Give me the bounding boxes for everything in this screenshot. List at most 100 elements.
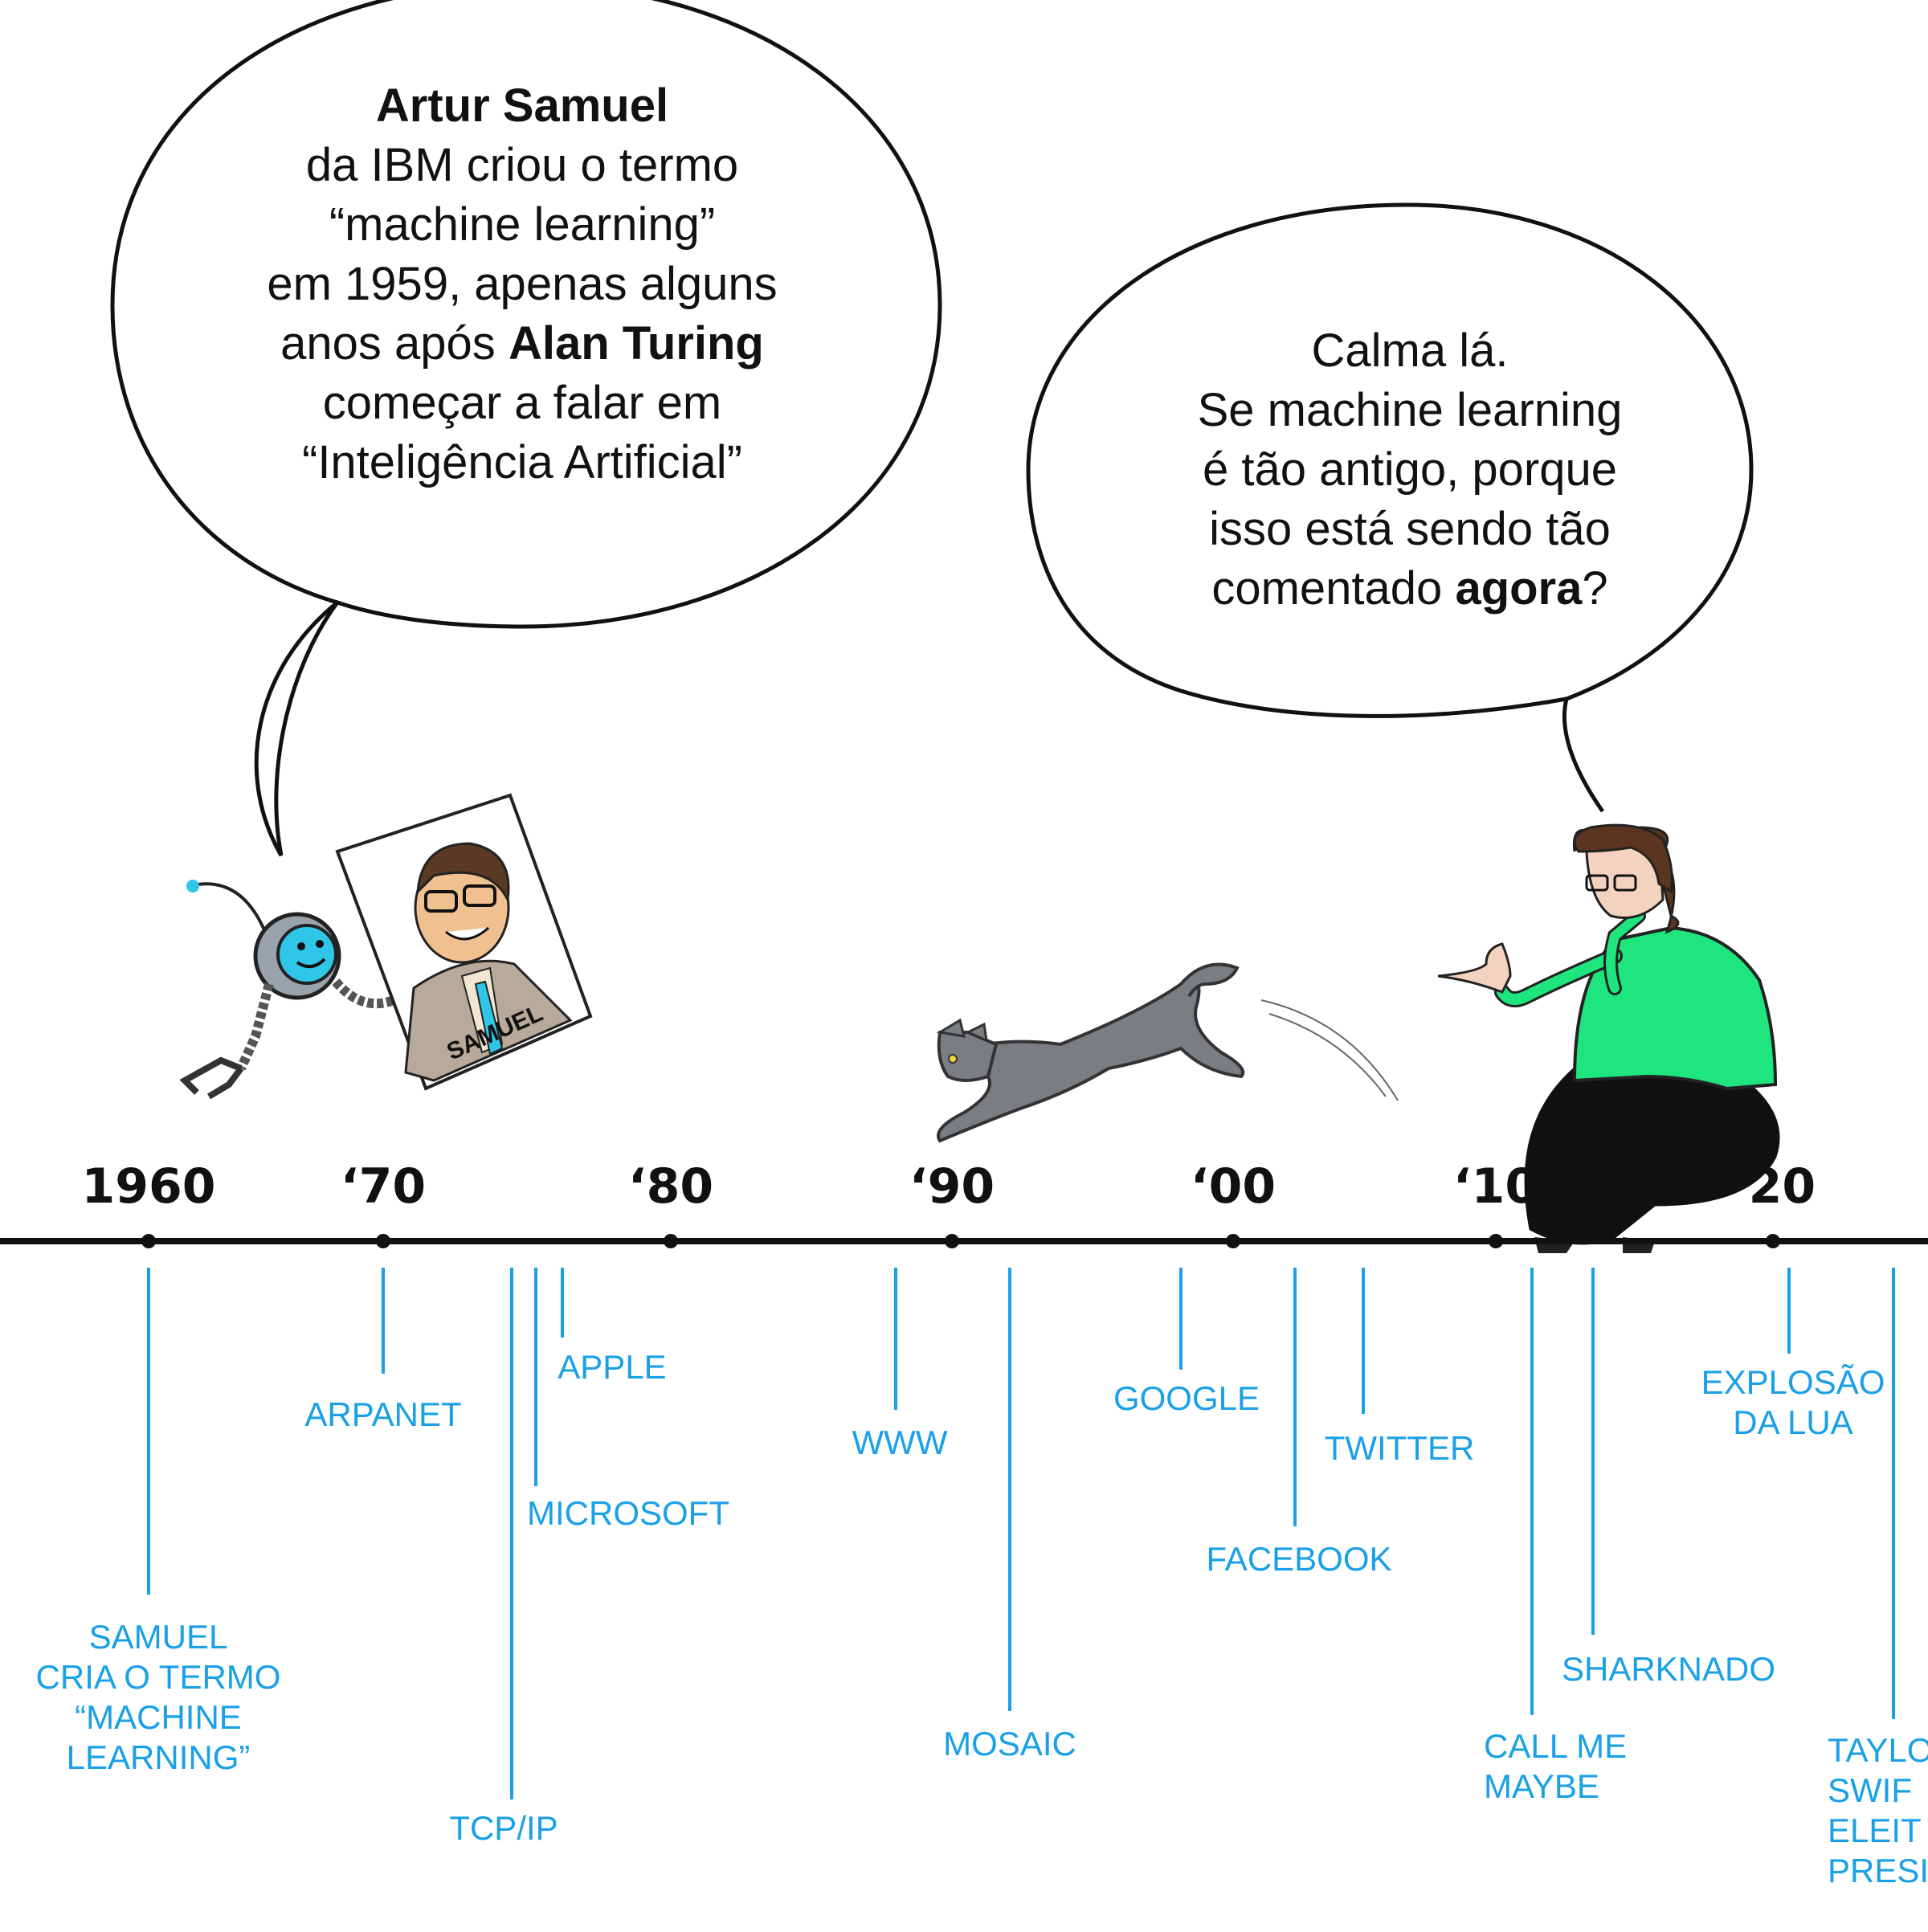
year-label: ‘10 bbox=[1453, 1158, 1538, 1215]
woman-glasses bbox=[1613, 874, 1637, 892]
motion-lines bbox=[1260, 999, 1399, 1101]
speech-line: é tão antigo, porque bbox=[1203, 443, 1617, 496]
cat-tail bbox=[1179, 962, 1240, 998]
cat-head bbox=[937, 1031, 999, 1082]
year-tick bbox=[376, 1234, 390, 1248]
speaker-name: Artur Samuel bbox=[375, 80, 669, 132]
speech-line: isso está sendo tão bbox=[1209, 503, 1611, 555]
event-label-line: SAMUEL bbox=[89, 1618, 228, 1656]
year-label: ‘90 bbox=[909, 1158, 995, 1215]
event-label-mosaic: MOSAIC bbox=[943, 1725, 1076, 1762]
speech-text-right: Calma lá. Se machine learning é tão anti… bbox=[1109, 321, 1711, 619]
event-label-taylor: TAYLOSWIFELEITPRESIDE bbox=[1828, 1731, 1928, 1889]
robot-claw bbox=[179, 1056, 244, 1100]
event-label-line: TAYLO bbox=[1828, 1731, 1928, 1769]
year-tick bbox=[1489, 1234, 1503, 1248]
event-label-line: PRESIDE bbox=[1828, 1852, 1928, 1889]
year-tick bbox=[664, 1234, 678, 1248]
photo-smile bbox=[445, 926, 489, 941]
speech-bubble-left bbox=[110, 0, 942, 857]
woman-glasses bbox=[1585, 874, 1609, 892]
event-label-facebook: FACEBOOK bbox=[1206, 1540, 1391, 1578]
event-label-line: LEARNING” bbox=[67, 1738, 251, 1776]
year-label: 1960 bbox=[82, 1158, 216, 1215]
year-tick bbox=[1766, 1234, 1780, 1248]
event-label-line: CRIA O TERMO bbox=[36, 1658, 281, 1696]
speech-line: anos após bbox=[280, 317, 509, 370]
woman-pants bbox=[1524, 1067, 1780, 1245]
photo-tie bbox=[474, 980, 504, 1056]
speech-text-left: Artur Samuel da IBM criou o termo “machi… bbox=[193, 76, 852, 492]
event-label-line: MICROSOFT bbox=[527, 1494, 729, 1532]
event-label-line: “MACHINE bbox=[75, 1698, 242, 1736]
photo-glasses bbox=[463, 884, 496, 907]
event-label-line: WWW bbox=[852, 1423, 948, 1461]
cat-eye bbox=[948, 1054, 958, 1064]
event-label-google: GOOGLE bbox=[1113, 1379, 1260, 1417]
cat-body bbox=[937, 978, 1245, 1143]
woman-sleeve bbox=[1497, 950, 1620, 1005]
event-label-line: ELEIT bbox=[1828, 1812, 1922, 1849]
speech-bold: agora bbox=[1455, 562, 1583, 615]
speech-bold: Alan Turing bbox=[508, 317, 764, 370]
event-label-line: FACEBOOK bbox=[1206, 1540, 1391, 1578]
samuel-photo: SAMUEL bbox=[335, 793, 593, 1091]
event-label-line: SHARKNADO bbox=[1562, 1650, 1775, 1688]
event-label-tcpip: TCP/IP bbox=[449, 1809, 558, 1847]
event-label-line: TWITTER bbox=[1325, 1429, 1475, 1467]
event-label-line: TCP/IP bbox=[449, 1809, 558, 1847]
woman-hair-top bbox=[1573, 823, 1673, 894]
event-label-www: WWW bbox=[852, 1423, 948, 1461]
year-label: ‘70 bbox=[341, 1158, 426, 1215]
speech-line: começar a falar em bbox=[322, 377, 722, 429]
speech-line: em 1959, apenas alguns bbox=[267, 258, 778, 310]
year-tick bbox=[1226, 1234, 1240, 1248]
photo-glasses bbox=[424, 890, 458, 913]
event-label-line: GOOGLE bbox=[1113, 1379, 1260, 1417]
speech-line: “machine learning” bbox=[329, 198, 716, 251]
event-label-microsoft: MICROSOFT bbox=[527, 1494, 729, 1532]
robot-antenna-tip bbox=[186, 880, 199, 892]
speech-line: da IBM criou o termo bbox=[305, 139, 739, 191]
year-label: ‘80 bbox=[628, 1158, 713, 1215]
event-label-line: EXPLOSÃO bbox=[1701, 1363, 1885, 1401]
woman-character bbox=[1437, 823, 1780, 1253]
robot-eye bbox=[316, 940, 324, 948]
speech-line: Se machine learning bbox=[1197, 384, 1623, 436]
event-label-line: SWIF bbox=[1828, 1771, 1912, 1809]
event-label-line: MAYBE bbox=[1484, 1767, 1599, 1805]
speech-line: “Inteligência Artificial” bbox=[302, 436, 742, 488]
woman-sleeve-chin bbox=[1606, 911, 1644, 993]
event-label-apple: APPLE bbox=[558, 1348, 666, 1386]
event-label-line: DA LUA bbox=[1733, 1403, 1852, 1441]
speech-line: ? bbox=[1582, 562, 1608, 615]
speech-line: comentado bbox=[1211, 562, 1456, 615]
year-label: ‘00 bbox=[1191, 1158, 1276, 1215]
event-label-line: MOSAIC bbox=[943, 1725, 1076, 1762]
cat-ears bbox=[936, 1018, 988, 1043]
woman-shirt bbox=[1572, 925, 1778, 1091]
year-tick bbox=[141, 1234, 156, 1248]
event-label-twitter: TWITTER bbox=[1325, 1429, 1475, 1467]
year-markers: 1960 ‘70 ‘80 ‘90 ‘00 ‘10 ‘20 bbox=[82, 1158, 1816, 1248]
woman-hand bbox=[1437, 942, 1512, 994]
event-label-sharknado: SHARKNADO bbox=[1562, 1650, 1775, 1688]
robot-face bbox=[276, 924, 337, 985]
speech-bubble-right bbox=[1026, 202, 1754, 813]
year-label: ‘20 bbox=[1730, 1158, 1816, 1215]
year-tick bbox=[945, 1234, 959, 1248]
photo-hair bbox=[416, 842, 510, 905]
robot-mouth bbox=[296, 958, 326, 969]
speech-line: Calma lá. bbox=[1311, 325, 1509, 377]
cat-character bbox=[936, 962, 1399, 1143]
robot-arm-left bbox=[236, 982, 274, 1071]
event-label-arpanet: ARPANET bbox=[304, 1395, 461, 1433]
robot-antenna bbox=[192, 882, 267, 933]
event-label-line: ARPANET bbox=[304, 1395, 461, 1433]
